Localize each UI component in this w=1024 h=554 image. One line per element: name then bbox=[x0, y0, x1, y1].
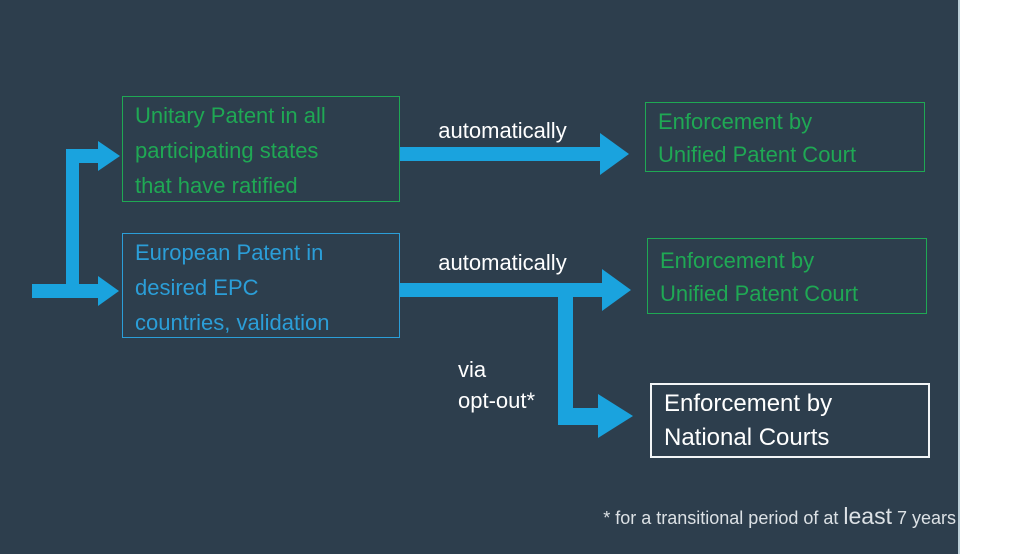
unitary-patent-line: Unitary Patent in all bbox=[135, 103, 326, 128]
split-riser bbox=[66, 149, 79, 298]
european-patent-line: countries, validation bbox=[135, 310, 330, 335]
auto-mid-arrow-head bbox=[602, 269, 631, 311]
unitary-arrow-shaft bbox=[66, 149, 98, 163]
auto-mid-arrow-shaft bbox=[400, 283, 602, 297]
european-patent-line: European Patent in bbox=[135, 240, 324, 265]
upc-enforcement-line: Unified Patent Court bbox=[660, 281, 859, 306]
footnote-emphasis: least bbox=[843, 503, 892, 529]
auto-top-arrow-head bbox=[600, 133, 629, 175]
footnote-suffix: 7 years bbox=[891, 508, 956, 528]
via-optout-line: opt-out* bbox=[458, 388, 536, 413]
automatically-label-mid: automatically bbox=[438, 250, 567, 275]
automatically-label-top: automatically bbox=[438, 118, 567, 143]
transitional-period-footnote: * for a transitional period of at least … bbox=[500, 503, 956, 530]
auto-top-arrow-shaft bbox=[400, 147, 600, 161]
national-courts-line: Enforcement by bbox=[664, 390, 833, 417]
national-courts-line: National Courts bbox=[664, 424, 830, 451]
upc-enforcement-line: Enforcement by bbox=[660, 248, 815, 273]
upc-enforcement-line: Unified Patent Court bbox=[658, 142, 857, 167]
national-courts-box: Enforcement by National Courts bbox=[650, 383, 930, 458]
upc-enforcement-mid-box: Enforcement by Unified Patent Court bbox=[647, 238, 927, 314]
optout-arrow-shaft bbox=[558, 408, 598, 425]
optout-branch-riser bbox=[558, 290, 573, 425]
via-optout-line: via bbox=[458, 357, 487, 382]
unitary-patent-line: that have ratified bbox=[135, 173, 298, 198]
upc-enforcement-line: Enforcement by bbox=[658, 109, 813, 134]
optout-arrow-head bbox=[598, 394, 633, 438]
unitary-patent-box: Unitary Patent in all participating stat… bbox=[122, 96, 400, 202]
european-patent-box: European Patent in desired EPC countries… bbox=[122, 233, 400, 338]
entry-arrow-head bbox=[98, 276, 119, 306]
entry-arrow-shaft bbox=[32, 284, 98, 298]
right-margin-strip bbox=[958, 0, 1024, 554]
upc-enforcement-top-box: Enforcement by Unified Patent Court bbox=[645, 102, 925, 172]
european-patent-line: desired EPC bbox=[135, 275, 259, 300]
unitary-patent-line: participating states bbox=[135, 138, 319, 163]
via-optout-label: via opt-out* bbox=[458, 354, 535, 416]
unitary-arrow-head bbox=[98, 141, 120, 171]
footnote-prefix: * for a transitional period of at bbox=[603, 508, 844, 528]
